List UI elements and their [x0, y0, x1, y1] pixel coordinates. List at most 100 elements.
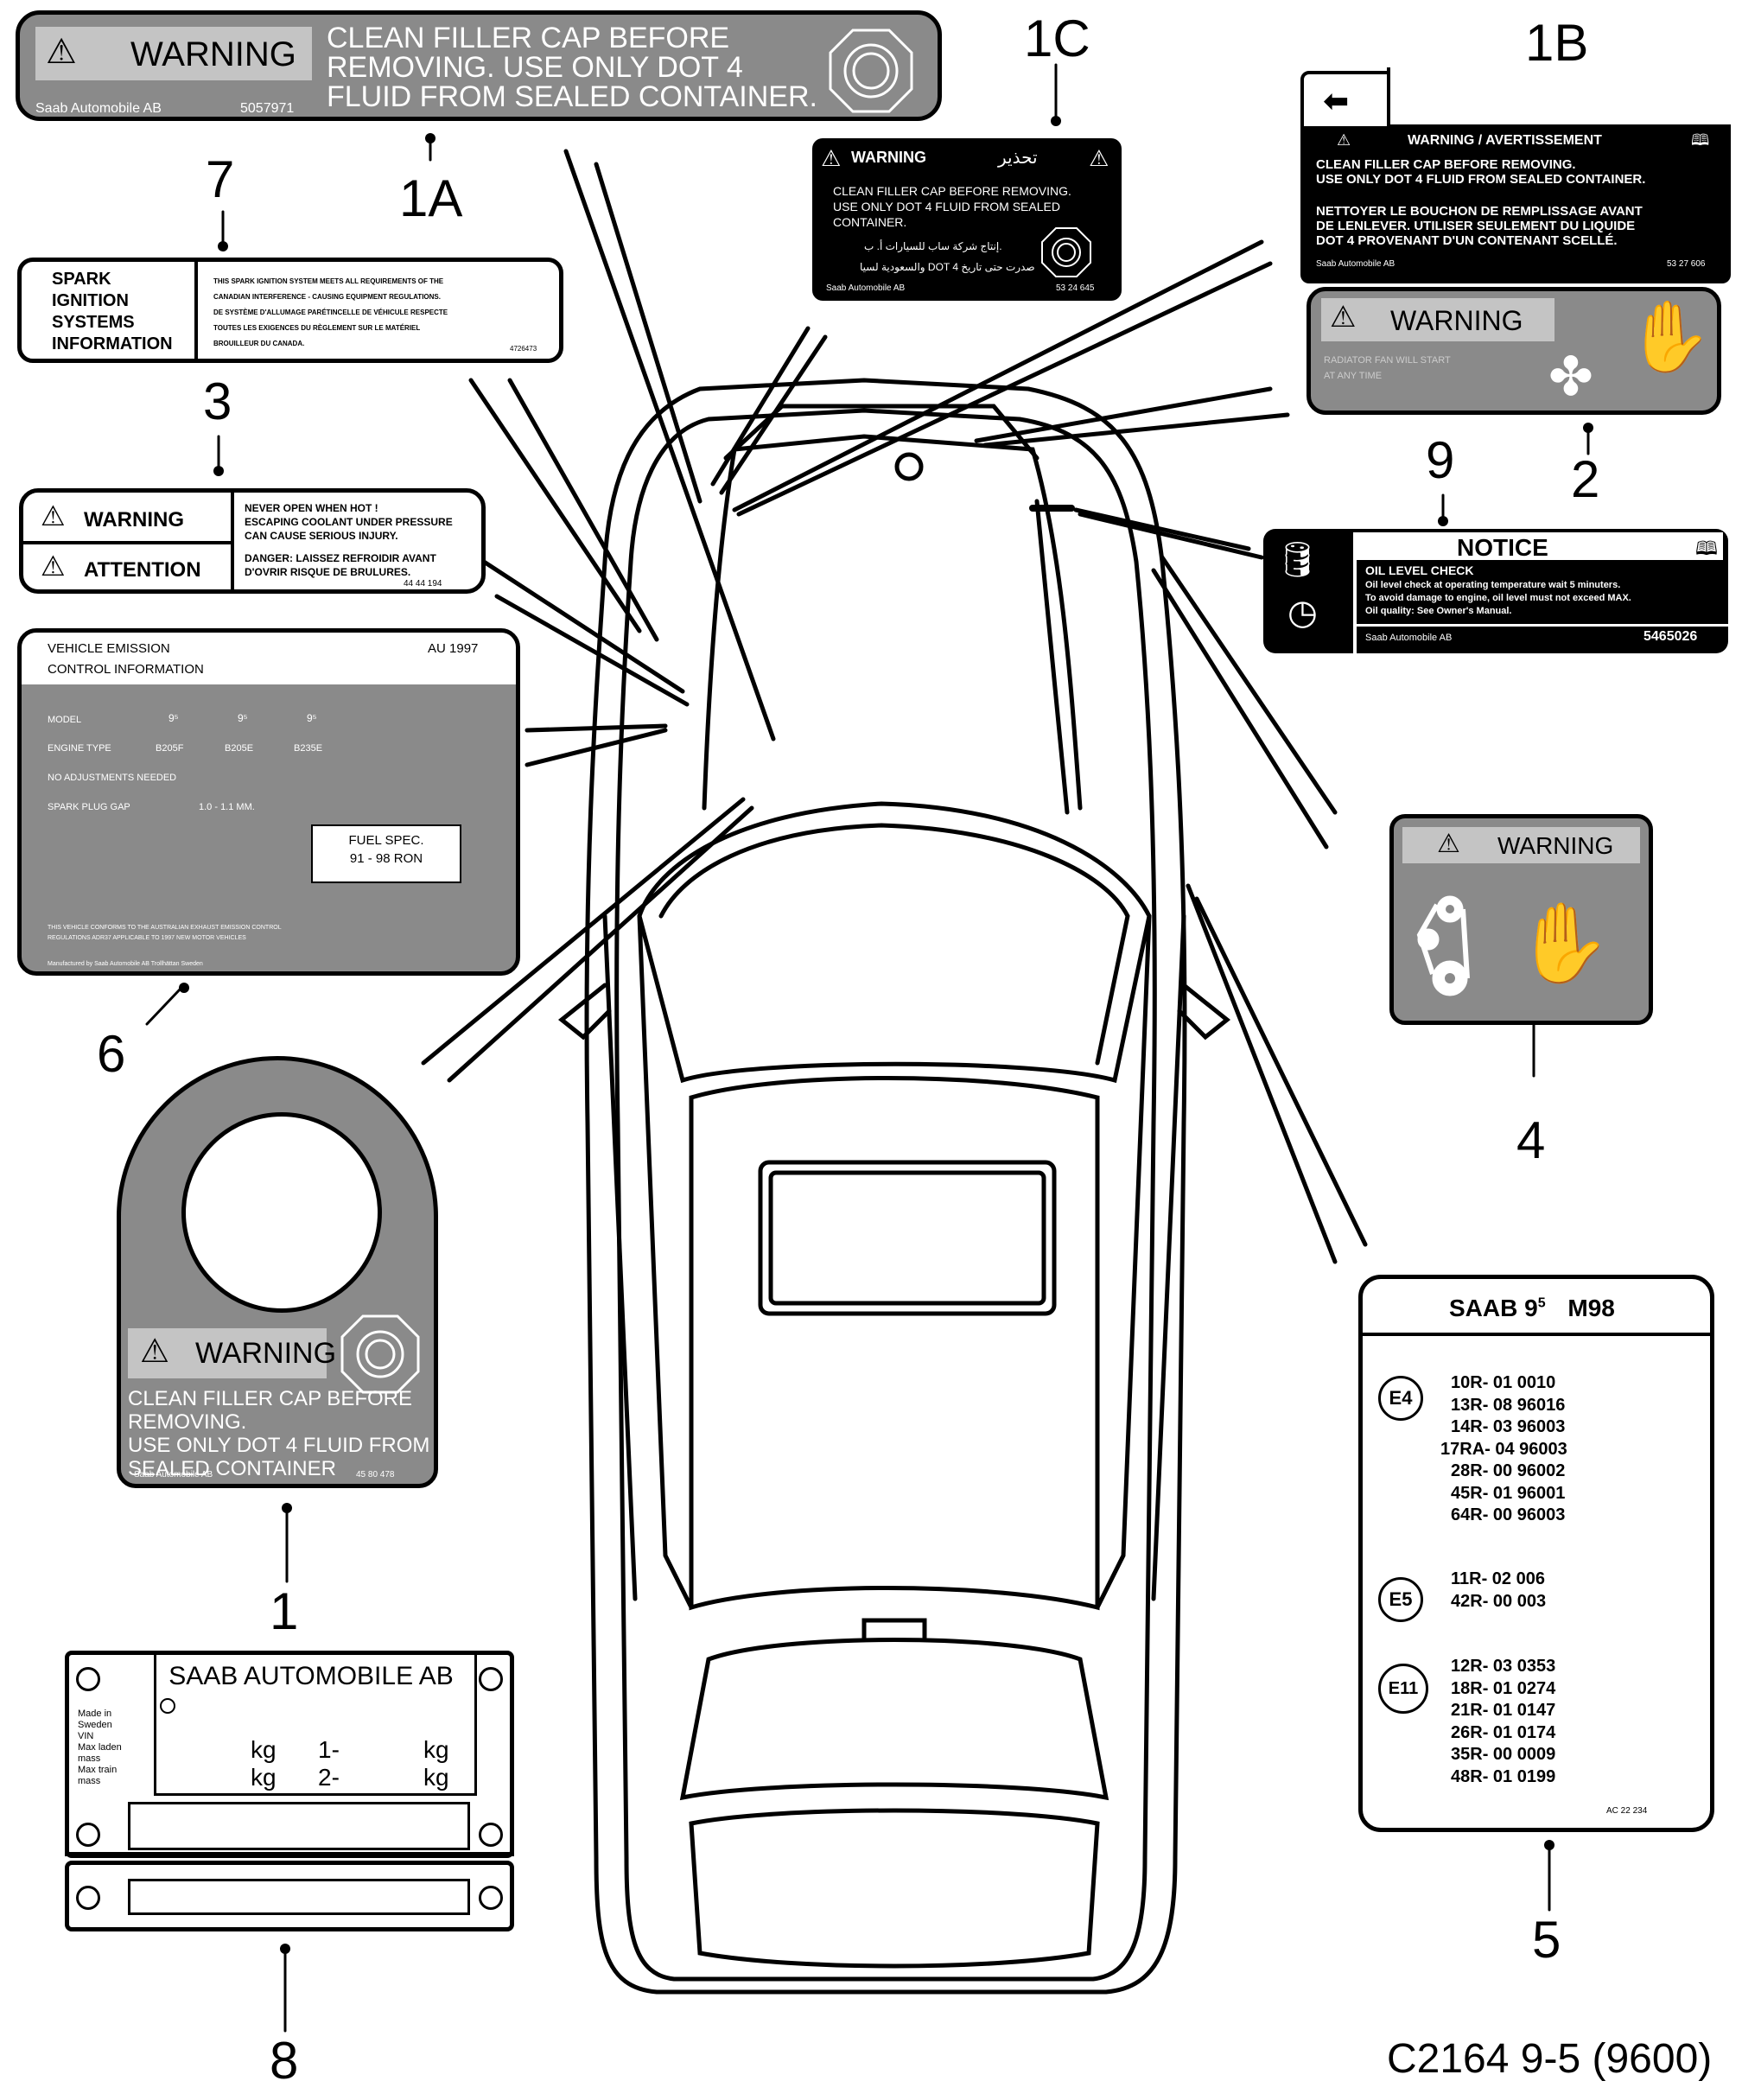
callout-7: 7 — [206, 150, 235, 208]
oil-check-title: OIL LEVEL CHECK — [1365, 563, 1474, 577]
label-9: NOTICE 🕮 🛢 ◷ OIL LEVEL CHECK Oil level c… — [1263, 529, 1728, 653]
part-number: 4726473 — [510, 345, 537, 353]
company-text: Saab Automobile AB — [1316, 259, 1396, 269]
label-6: VEHICLE EMISSION CONTROL INFORMATION AU … — [17, 628, 520, 976]
warning-text: WARNING — [851, 149, 926, 166]
label-7: SPARK IGNITION SYSTEMS INFORMATION THIS … — [17, 258, 563, 363]
vin-field — [128, 1802, 470, 1850]
warning-banner: ⚠ WARNING — [1321, 298, 1554, 341]
callout-2: 2 — [1571, 450, 1600, 508]
rivet-hole — [479, 1823, 503, 1847]
warning-triangle-icon: ⚠ — [1337, 131, 1351, 149]
arrow-left-icon: ⬅ — [1323, 83, 1350, 118]
warning-text: WARNING — [1390, 305, 1523, 336]
label-1a: ⚠ WARNING Saab Automobile AB 5057971 CLE… — [16, 10, 942, 121]
part-number: 5465026 — [1643, 629, 1698, 644]
label-3-text-fr: DANGER: LAISSEZ REFROIDIR AVANT D'OVRIR … — [245, 552, 436, 578]
warning-triangle-icon: ⚠ — [1089, 145, 1109, 171]
label-4: ⚠ WARNING ✋ — [1389, 814, 1653, 1025]
octagon-cap-icon — [1041, 227, 1091, 277]
part-number: 5057971 — [240, 101, 295, 116]
rivet-hole — [76, 1667, 100, 1691]
label-1b-text-fr: NETTOYER LE BOUCHON DE REMPLISSAGE AVANT… — [1316, 204, 1643, 248]
octagon-cap-icon — [340, 1314, 420, 1394]
warning-triangle-icon: ⚠ — [41, 500, 66, 531]
label-1-text: CLEAN FILLER CAP BEFORE REMOVING. USE ON… — [128, 1387, 430, 1480]
label-3: ⚠ WARNING ⚠ ATTENTION NEVER OPEN WHEN HO… — [19, 488, 486, 594]
part-number: 44 44 194 — [404, 579, 442, 589]
label-1b: ⬅ ⚠ WARNING / AVERTISSEMENT 🕮 CLEAN FILL… — [1300, 67, 1731, 283]
warning-banner: ⚠ WARNING — [35, 27, 312, 80]
callout-1: 1 — [270, 1582, 299, 1640]
year-text: AU 1997 — [428, 641, 479, 656]
callout-5: 5 — [1532, 1911, 1561, 1969]
rivet-hole — [479, 1886, 503, 1910]
part-number: 53 24 645 — [1056, 283, 1095, 293]
manual-book-icon: 🕮 — [1691, 131, 1710, 149]
rivet-hole — [160, 1698, 175, 1714]
callout-1b: 1B — [1525, 14, 1589, 72]
warning-triangle-icon: ⚠ — [821, 145, 842, 171]
strip-field — [128, 1879, 470, 1915]
rivet-hole — [76, 1886, 100, 1910]
e5-codes: 11R- 02 006 42R- 00 003 — [1451, 1569, 1547, 1611]
hand-icon: ✋ — [1626, 298, 1713, 375]
gap-value: 1.0 - 1.1 MM. — [199, 802, 255, 812]
belt-pulley-icon — [1416, 895, 1470, 996]
label-3-text-en: NEVER OPEN WHEN HOT ! ESCAPING COOLANT U… — [245, 502, 453, 542]
company-text: Saab Automobile AB — [134, 1470, 213, 1480]
warning-triangle-icon: ⚠ — [41, 550, 66, 582]
warning-triangle-icon: ⚠ — [46, 33, 77, 71]
oil-can-icon: 🛢 — [1275, 541, 1319, 579]
company-text: Saab Automobile AB — [1365, 633, 1453, 643]
arabic-line-2: والسعودية لسيا DOT 4 صدرت حتى تاريخ — [860, 261, 1035, 273]
manual-book-icon: 🕮 — [1695, 538, 1718, 559]
arabic-warning: تحذير — [998, 149, 1038, 168]
warning-text: WARNING — [195, 1337, 337, 1370]
callout-1c: 1C — [1024, 10, 1090, 67]
small-text: RADIATOR FAN WILL START — [1324, 355, 1451, 366]
label-1a-text: CLEAN FILLER CAP BEFORE REMOVING. USE ON… — [327, 22, 817, 113]
car-outline — [584, 378, 1187, 1995]
label-7-title: SPARK IGNITION SYSTEMS INFORMATION — [52, 270, 173, 353]
label-1c: ⚠ WARNING تحذير ⚠ CLEAN FILLER CAP BEFOR… — [812, 138, 1122, 301]
label-5: SAAB 95 M98 E4 10R- 01 0010 13R- 08 9601… — [1358, 1275, 1714, 1832]
label-1c-text: CLEAN FILLER CAP BEFORE REMOVING. USE ON… — [833, 184, 1071, 229]
label-1b-text-en: CLEAN FILLER CAP BEFORE REMOVING. USE ON… — [1316, 157, 1646, 187]
label-8: SAAB AUTOMOBILE AB Made in Sweden VIN Ma… — [65, 1651, 514, 1858]
warning-text: WARNING — [1497, 832, 1614, 859]
gap-label: SPARK PLUG GAP — [48, 802, 130, 812]
notice-banner: NOTICE 🕮 — [1353, 532, 1723, 561]
callout-1a: 1A — [399, 169, 463, 227]
e-mark-circle: E4 — [1378, 1376, 1423, 1421]
label-7-text: THIS SPARK IGNITION SYSTEM MEETS ALL REQ… — [213, 277, 448, 347]
warning-text: WARNING — [84, 508, 184, 531]
warning-banner: ⚠ WARNING — [128, 1328, 336, 1378]
mounting-hole — [181, 1112, 382, 1313]
fuel-spec-box: FUEL SPEC. 91 - 98 RON — [311, 824, 461, 883]
rivet-hole — [479, 1667, 503, 1691]
notice-text: NOTICE — [1457, 534, 1548, 561]
label-2: ⚠ WARNING RADIATOR FAN WILL START AT ANY… — [1306, 287, 1721, 415]
fan-icon: ✤ — [1548, 347, 1593, 407]
company-text: Saab Automobile AB — [826, 283, 906, 293]
adjust-text: NO ADJUSTMENTS NEEDED — [48, 773, 177, 783]
callout-3: 3 — [203, 372, 232, 430]
attention-text: ATTENTION — [84, 558, 201, 582]
label-6-title: VEHICLE EMISSION — [48, 641, 170, 656]
callout-4: 4 — [1516, 1111, 1546, 1169]
warning-header: WARNING / AVERTISSEMENT — [1408, 133, 1602, 148]
part-number: 45 80 478 — [356, 1470, 395, 1480]
company-text: SAAB AUTOMOBILE AB — [168, 1662, 454, 1690]
e-mark-circle: E5 — [1378, 1577, 1423, 1622]
part-number: AC 22 234 — [1606, 1806, 1648, 1816]
rivet-hole — [76, 1823, 100, 1847]
part-number: 53 27 606 — [1667, 259, 1706, 269]
arabic-line-1: إنتاج شركة ساب للسيارات أ. ب. — [864, 240, 1002, 252]
label-9-text: Oil level check at operating temperature… — [1365, 580, 1631, 616]
warning-triangle-icon: ⚠ — [1437, 830, 1460, 858]
label-6-title: CONTROL INFORMATION — [48, 662, 204, 677]
callout-8: 8 — [270, 2032, 299, 2090]
hand-icon: ✋ — [1515, 900, 1612, 987]
